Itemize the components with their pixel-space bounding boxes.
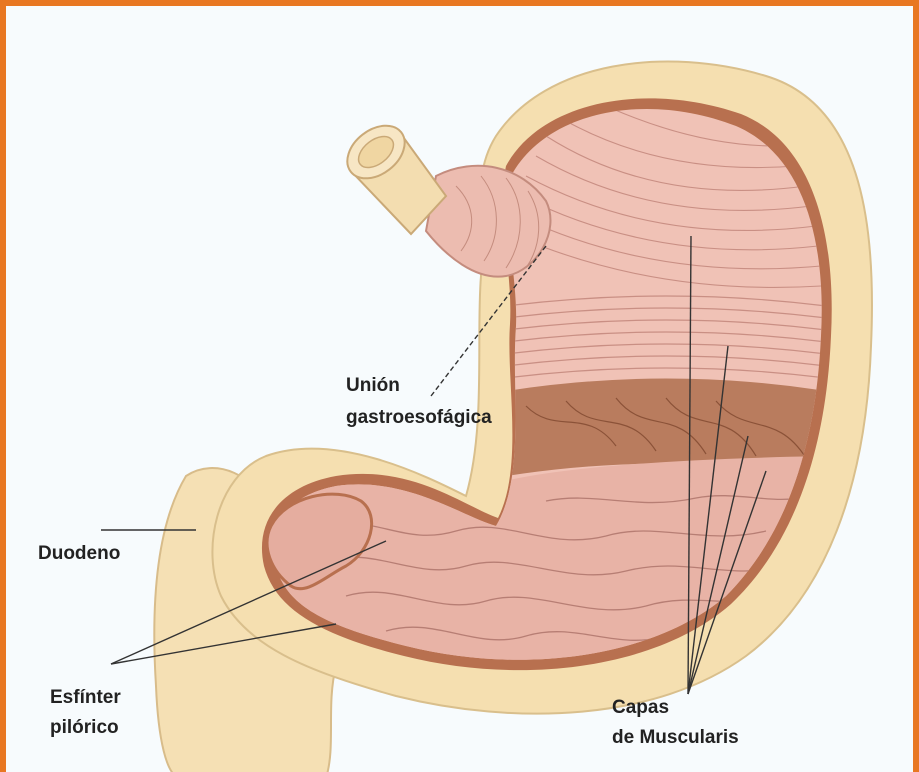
label-duodeno: Duodeno [38, 542, 120, 566]
label-esfinter-line1: Esfínter [50, 686, 121, 710]
label-union-line2: gastroesofágica [346, 406, 492, 430]
label-capas-line2: de Muscularis [612, 726, 739, 750]
stomach-illustration [6, 6, 919, 772]
label-esfinter-line2: pilórico [50, 716, 119, 740]
label-capas-line1: Capas [612, 696, 669, 720]
label-union-line1: Unión [346, 374, 400, 398]
